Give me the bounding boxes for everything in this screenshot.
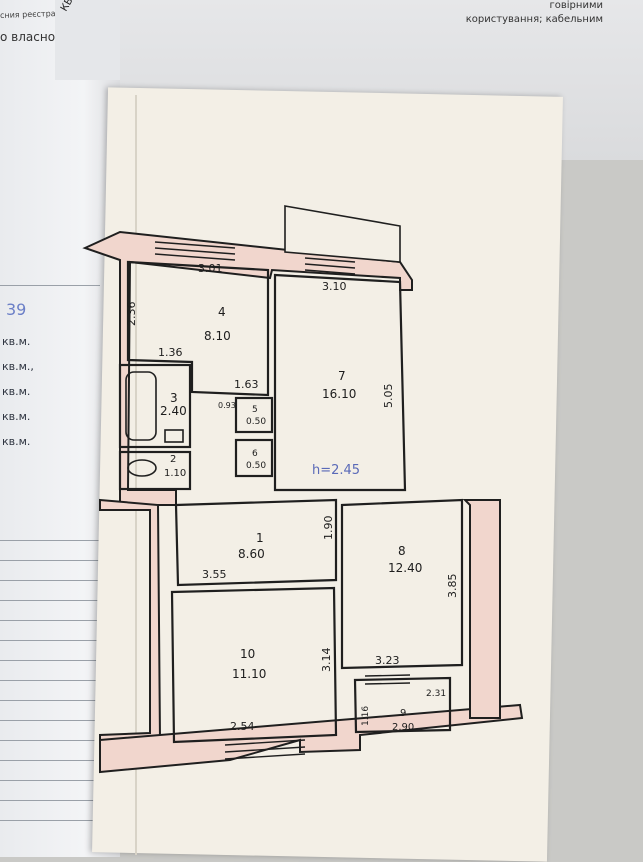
- top-document-line-1: говірними: [549, 0, 603, 11]
- area-unit-1: кв.м.: [2, 335, 31, 348]
- dimension-label: 3.10: [322, 280, 347, 293]
- room-8-area: 12.40: [388, 561, 422, 575]
- room-9-number: 9: [400, 708, 406, 719]
- windows: [154, 241, 411, 760]
- room-2-area: 1.10: [164, 468, 186, 479]
- dimension-label: 1.90: [322, 516, 335, 541]
- room-6-area: 0.50: [246, 461, 266, 471]
- dimension-label: 1.63: [234, 378, 259, 391]
- room-1-area: 8.60: [238, 547, 265, 561]
- room-7-area: 16.10: [322, 387, 356, 401]
- room-4-number: 4: [218, 305, 226, 319]
- room-1-number: 1: [256, 531, 264, 545]
- fixtures: [125, 371, 184, 477]
- dimension-label: 2.36: [125, 302, 138, 327]
- room-4-area: 8.10: [204, 329, 231, 343]
- room-6-number: 6: [252, 449, 258, 459]
- area-unit-5: кв.м.: [2, 435, 31, 448]
- walls: [82, 230, 524, 774]
- area-unit-2: кв.м.,: [2, 360, 34, 373]
- room-labels: 4 8.10 7 16.10 3 2.40 2 1.10 5 0.50 6 0.…: [160, 305, 422, 733]
- room-10-number: 10: [240, 647, 255, 661]
- dimension-label: 0.93: [218, 401, 236, 410]
- handwritten-number: 39: [6, 300, 27, 319]
- room-5-area: 0.50: [246, 417, 266, 427]
- owner-fragment: о власнос: [0, 30, 62, 44]
- dimension-label: 3.85: [446, 574, 459, 599]
- room-9-area: 2.90: [392, 722, 414, 733]
- dimension-label: 2.54: [230, 720, 255, 733]
- dimension-label: 3.14: [320, 648, 333, 673]
- toilet: [127, 459, 157, 477]
- dimension-label: 3.23: [375, 654, 400, 667]
- dimension-label: 2.31: [426, 689, 446, 699]
- room-2-number: 2: [170, 454, 176, 465]
- top-document-line-2: користування; кабельним: [465, 14, 603, 25]
- dimension-label: 1.16: [361, 706, 371, 726]
- room-3-area: 2.40: [160, 404, 187, 418]
- room-5-number: 5: [252, 405, 258, 415]
- dimension-label: 5.05: [382, 384, 395, 409]
- ceiling-height-note: h=2.45: [312, 463, 360, 478]
- room-outlines: [118, 260, 464, 744]
- balcony: [284, 205, 401, 263]
- dimension-labels: 3.01 2.36 1.36 1.63 0.93 3.10 5.05 1.90 …: [125, 262, 459, 733]
- sink: [164, 429, 184, 443]
- room-10-area: 11.10: [232, 667, 266, 681]
- area-unit-4: кв.м.: [2, 410, 31, 423]
- area-unit-3: кв.м.: [2, 385, 31, 398]
- dimension-label: 1.36: [158, 346, 183, 359]
- room-3-number: 3: [170, 391, 178, 405]
- bathtub: [125, 371, 157, 441]
- dimension-label: 3.01: [198, 262, 223, 275]
- dimension-label: 3.55: [202, 568, 227, 581]
- room-8-number: 8: [398, 544, 406, 558]
- room-7-number: 7: [338, 369, 346, 383]
